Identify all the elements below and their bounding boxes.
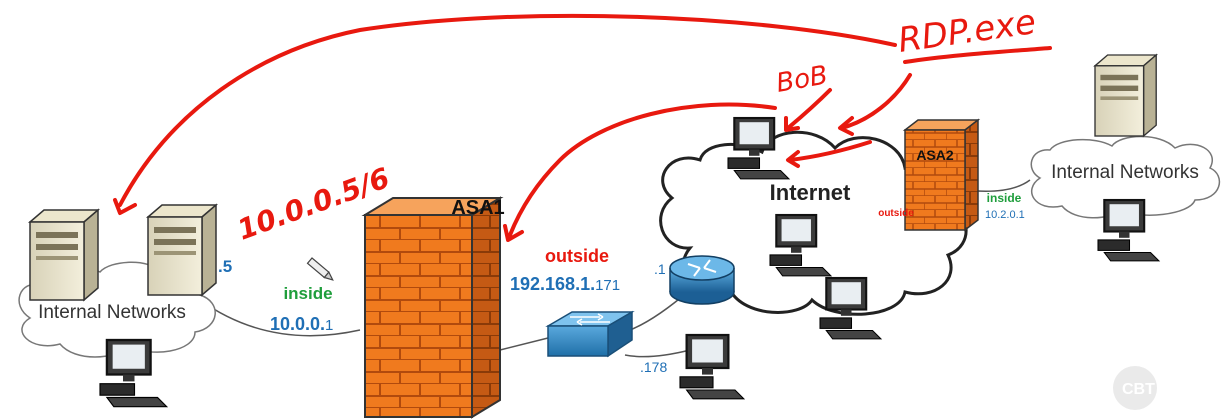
asa1-firewall-icon <box>361 196 504 419</box>
watermark-text: CBT nuggets <box>1122 381 1222 398</box>
pc-icon <box>678 333 745 400</box>
asa2-firewall-icon <box>902 118 981 232</box>
pc-ip-label: .178 <box>640 359 667 375</box>
internal-networks-left-label: Internal Networks <box>38 302 186 323</box>
inside-left-ip: 10.0.0.1 <box>270 314 333 334</box>
pencil-cursor-icon <box>306 257 334 281</box>
outside-left-label: outside <box>545 246 609 266</box>
server-icon <box>147 204 217 296</box>
asa1-label: ASA1 <box>451 197 504 219</box>
router-ip-label: .1 <box>654 261 666 277</box>
right-internal-cloud: Internal Networks <box>1030 135 1220 219</box>
cbt-nuggets-logo: CBT nuggets <box>1113 366 1222 410</box>
inside-left-label: inside <box>283 284 332 303</box>
server-icon <box>1094 54 1157 137</box>
asa2-outside-label: outside <box>878 208 914 219</box>
asa2-inside-ip: 10.2.0.1 <box>985 209 1025 221</box>
asa2-label: ASA2 <box>916 147 954 163</box>
annotation-arrows <box>113 13 1052 242</box>
internal-networks-right-label: Internal Networks <box>1051 162 1199 183</box>
annotation-bob: BoB <box>774 60 830 99</box>
outside-left-ip: 192.168.1.171 <box>510 274 620 294</box>
switch-icon <box>545 310 635 358</box>
internet-label: Internet <box>770 180 851 205</box>
router-icon <box>669 255 735 305</box>
server-ip-label: .5 <box>218 257 232 276</box>
asa2-inside-label: inside <box>987 191 1022 205</box>
server-icon <box>29 209 99 301</box>
